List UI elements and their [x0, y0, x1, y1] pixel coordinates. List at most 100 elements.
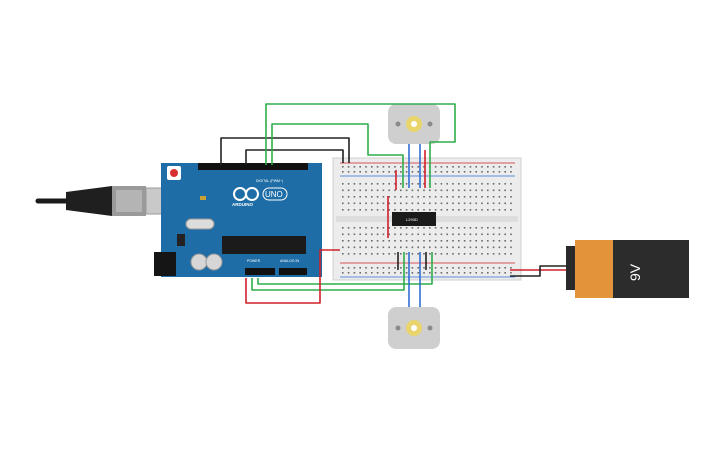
breadboard-hole	[400, 202, 402, 205]
breadboard-hole	[440, 171, 443, 173]
breadboard-hole	[353, 202, 356, 205]
breadboard-hole	[376, 253, 379, 255]
breadboard-hole	[446, 246, 448, 249]
breadboard-hole	[376, 189, 379, 192]
breadboard-hole	[411, 267, 414, 269]
breadboard-hole	[458, 196, 460, 198]
wire-red-power	[245, 249, 340, 304]
breadboard-hole	[365, 227, 367, 229]
breadboard-hole	[481, 267, 483, 269]
breadboard-hole	[481, 183, 483, 185]
breadboard-hole	[394, 267, 396, 269]
breadboard-hole	[487, 171, 489, 173]
breadboard-hole	[434, 233, 437, 236]
breadboard-hole	[440, 166, 443, 168]
breadboard-hole	[510, 267, 512, 269]
battery-terminal	[566, 246, 576, 290]
breadboard-hole	[492, 246, 495, 249]
breadboard-hole	[405, 202, 408, 205]
breadboard-hole	[371, 233, 373, 236]
breadboard-hole	[405, 196, 408, 198]
breadboard-hole	[446, 233, 448, 236]
breadboard-hole	[498, 267, 501, 269]
breadboard-hole	[400, 171, 402, 173]
breadboard-hole	[429, 202, 431, 205]
breadboard-hole	[446, 227, 448, 229]
breadboard-hole	[394, 166, 396, 168]
breadboard-hole	[487, 166, 489, 168]
breadboard-hole	[353, 253, 356, 255]
breadboard-hole	[446, 189, 448, 192]
breadboard-hole	[463, 240, 466, 242]
breadboard-hole	[353, 166, 356, 168]
battery-body-black	[613, 240, 689, 298]
battery-icon: 9V	[566, 240, 689, 298]
breadboard-hole	[394, 171, 396, 173]
breadboard-hole	[463, 166, 466, 168]
breadboard-hole	[498, 166, 501, 168]
breadboard-hole	[347, 171, 350, 173]
breadboard-hole	[434, 166, 437, 168]
breadboard-hole	[481, 202, 483, 205]
breadboard-hole	[365, 253, 367, 255]
breadboard-hole	[342, 267, 344, 269]
breadboard-hole	[359, 171, 361, 173]
breadboard-hole	[376, 209, 379, 211]
wire-green-2	[271, 123, 404, 188]
breadboard-hole	[434, 209, 437, 211]
breadboard-hole	[376, 183, 379, 185]
breadboard-hole	[371, 246, 373, 249]
breadboard-hole	[469, 202, 472, 205]
breadboard-hole	[417, 272, 419, 274]
breadboard-hole	[411, 189, 414, 192]
breadboard-hole	[440, 272, 443, 274]
breadboard-hole	[371, 253, 373, 255]
breadboard-hole	[353, 189, 356, 192]
breadboard-hole	[353, 196, 356, 198]
breadboard-hole	[411, 272, 414, 274]
breadboard-hole	[394, 227, 396, 229]
breadboard-hole	[359, 246, 361, 249]
breadboard-hole	[510, 202, 512, 205]
breadboard-hole	[347, 253, 350, 255]
breadboard-hole	[388, 253, 390, 255]
breadboard-hole	[359, 267, 361, 269]
breadboard-hole	[504, 253, 506, 255]
breadboard-hole	[434, 253, 437, 255]
breadboard-hole	[417, 267, 419, 269]
breadboard-hole	[388, 196, 390, 198]
breadboard-hole	[440, 246, 443, 249]
breadboard-hole	[423, 183, 425, 185]
breadboard-hole	[371, 196, 373, 198]
breadboard-hole	[504, 209, 506, 211]
breadboard-hole	[347, 233, 350, 236]
breadboard-hole	[405, 209, 408, 211]
breadboard-hole	[417, 183, 419, 185]
breadboard-hole	[475, 166, 477, 168]
breadboard-hole	[376, 267, 379, 269]
breadboard-hole	[411, 196, 414, 198]
breadboard-hole	[359, 272, 361, 274]
breadboard-hole	[405, 171, 408, 173]
breadboard-hole	[411, 171, 414, 173]
breadboard-hole	[510, 227, 512, 229]
breadboard-hole	[394, 233, 396, 236]
breadboard-hole	[411, 253, 414, 255]
breadboard-hole	[434, 196, 437, 198]
breadboard-hole	[394, 240, 396, 242]
breadboard-hole	[371, 267, 373, 269]
breadboard-hole	[400, 272, 402, 274]
breadboard-hole	[463, 196, 466, 198]
breadboard-hole	[429, 227, 431, 229]
breadboard-hole	[452, 253, 454, 255]
breadboard-hole	[487, 189, 489, 192]
breadboard-hole	[371, 240, 373, 242]
chip-icon: L293D	[392, 212, 436, 226]
breadboard-hole	[446, 166, 448, 168]
breadboard-hole	[446, 267, 448, 269]
breadboard-hole	[504, 240, 506, 242]
breadboard-hole	[463, 209, 466, 211]
breadboard-hole	[376, 166, 379, 168]
breadboard-hole	[504, 166, 506, 168]
breadboard-hole	[376, 196, 379, 198]
